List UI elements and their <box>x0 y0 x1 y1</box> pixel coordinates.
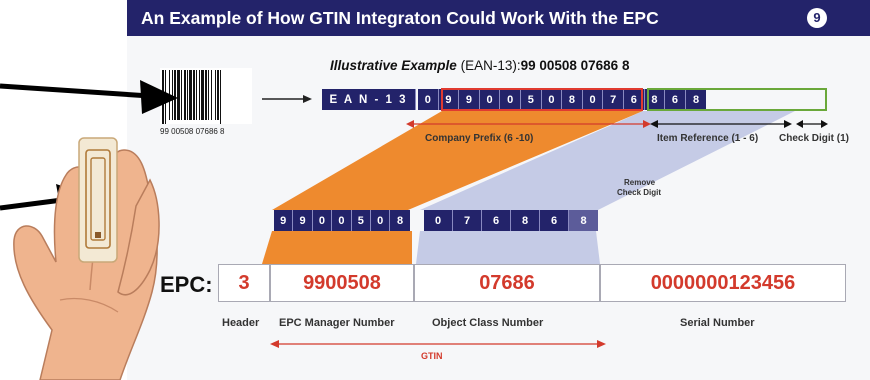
illustrative-format: (EAN-13): <box>460 58 521 73</box>
barcode-bar <box>196 70 197 120</box>
remove-label-line2: Check Digit <box>617 188 662 197</box>
prefix-digit: 0 <box>371 210 391 231</box>
illustrative-number: 99 00508 07686 8 <box>520 58 630 73</box>
ean-digit: 0 <box>541 89 563 110</box>
reference-digit: 8 <box>569 210 598 231</box>
barcode-bar <box>199 70 200 120</box>
header-label: Header <box>222 317 260 329</box>
barcode-bar <box>205 70 207 120</box>
barcode-bar <box>174 70 176 120</box>
gtin-label: GTIN <box>421 351 443 361</box>
item-reference-band <box>420 111 795 210</box>
barcode-number: 99 00508 07686 8 <box>160 127 225 136</box>
prefix-digit: 5 <box>351 210 371 231</box>
manager-label: EPC Manager Number <box>279 317 395 329</box>
pointer-arrow-icon <box>0 80 178 114</box>
ean-digit: 9 <box>438 89 460 110</box>
barcode-bar <box>177 70 180 120</box>
ean-digit: 5 <box>521 89 542 110</box>
object-band-lower <box>416 231 600 264</box>
prefix-digit: 0 <box>312 210 333 231</box>
reference-digit: 6 <box>540 210 569 231</box>
barcode-bar <box>193 70 195 120</box>
thumb <box>117 178 160 296</box>
barcode-bar <box>211 70 212 120</box>
ean-digit: 8 <box>562 89 583 110</box>
barcode-bar <box>220 70 221 124</box>
barcode-bar <box>215 70 216 120</box>
epc-header-value: 3 <box>218 264 270 302</box>
barcode-bar <box>208 70 209 120</box>
epc-serial-value: 0000000123456 <box>600 264 846 302</box>
ean-digit: 7 <box>603 89 624 110</box>
ean-digit: 0 <box>582 89 604 110</box>
epc-manager-value: 9900508 <box>270 264 414 302</box>
company-prefix-band <box>272 111 643 210</box>
reference-digit: 8 <box>511 210 540 231</box>
illustrative-example: Illustrative Example (EAN-13):99 00508 0… <box>330 58 629 73</box>
reference-digit: 6 <box>482 210 511 231</box>
ean-digit: 6 <box>665 89 686 110</box>
ean-digit: 9 <box>459 89 480 110</box>
remove-label-line1: Remove <box>624 178 656 187</box>
barcode-bar <box>189 70 192 120</box>
rfid-tag-icon <box>78 137 118 263</box>
serial-label: Serial Number <box>680 317 755 329</box>
barcode-bar <box>184 70 186 120</box>
company-prefix-highlight <box>441 88 643 111</box>
barcode-bar <box>217 70 219 120</box>
ean-digit: 8 <box>644 89 666 110</box>
prefix-digit: 9 <box>274 210 294 231</box>
epc-label: EPC: <box>160 272 213 297</box>
ean-digit: 0 <box>479 89 501 110</box>
page-number-badge: 9 <box>807 8 827 28</box>
item-reference-highlight <box>647 88 827 111</box>
check-digit-label: Check Digit (1) <box>779 133 850 144</box>
barcode-bar <box>201 70 204 120</box>
ean-label: E A N - 1 3 <box>322 89 416 110</box>
prefix-digit: 8 <box>390 210 410 231</box>
reference-digit: 7 <box>453 210 482 231</box>
barcode-bar <box>187 70 188 120</box>
manager-band-taper <box>262 231 412 264</box>
barcode-bar <box>172 70 173 120</box>
epc-object-value: 07686 <box>414 264 600 302</box>
reference-digit: 0 <box>424 210 453 231</box>
ean-digit: 0 <box>418 89 439 110</box>
title-bar: An Example of How GTIN Integraton Could … <box>127 0 870 36</box>
object-label: Object Class Number <box>432 317 544 329</box>
illustrative-label: Illustrative Example <box>330 58 457 73</box>
prefix-digit: 0 <box>332 210 352 231</box>
company-prefix-label: Company Prefix (6 -10) <box>425 133 534 144</box>
barcode-bar <box>181 70 182 120</box>
ean-digit: 6 <box>624 89 645 110</box>
ean-digit: 8 <box>685 89 707 110</box>
prefix-digit: 9 <box>293 210 313 231</box>
item-reference-label: Item Reference (1 - 6) <box>657 133 759 144</box>
ean-digit: 0 <box>500 89 521 110</box>
